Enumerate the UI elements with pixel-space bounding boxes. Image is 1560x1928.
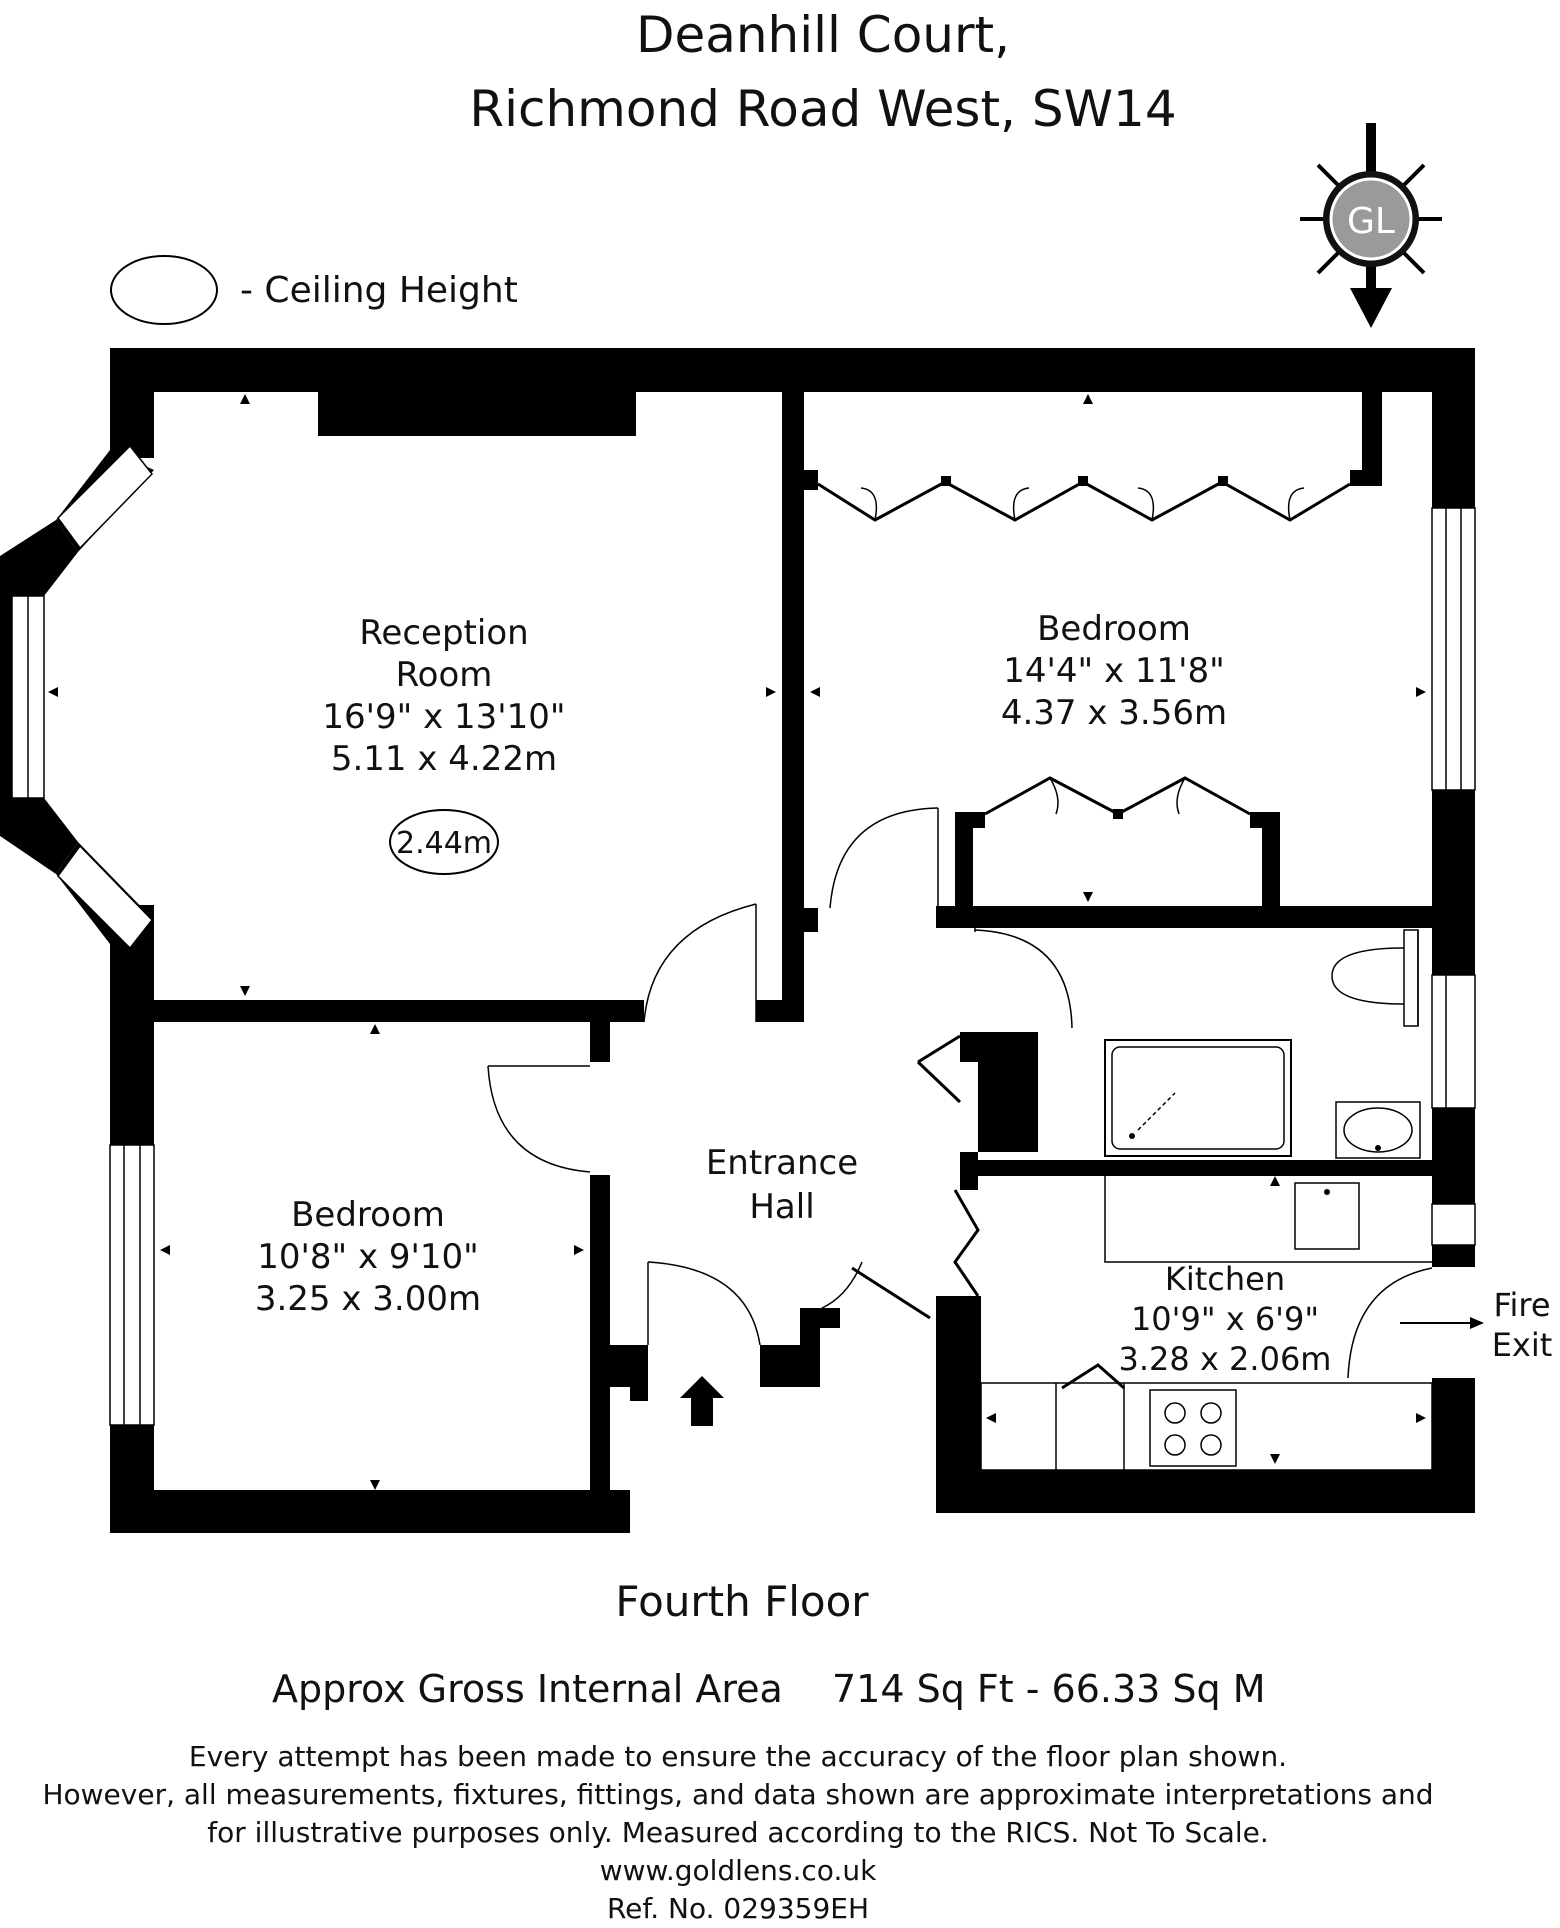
bedroom-2-name: Bedroom [291, 1195, 445, 1235]
title-line-1: Deanhill Court, [636, 6, 1010, 64]
compass-badge-text: GL [1347, 201, 1395, 242]
entrance-arrow-icon [680, 1376, 724, 1426]
disclaimer-line-2: However, all measurements, fixtures, fit… [42, 1778, 1433, 1811]
kitchen-imperial: 10'9" x 6'9" [1131, 1300, 1319, 1338]
kitchen-metric: 3.28 x 2.06m [1119, 1340, 1332, 1378]
floor-label: Fourth Floor [615, 1577, 869, 1626]
doors [487, 807, 1433, 1379]
reception-metric: 5.11 x 4.22m [331, 739, 557, 779]
fire-exit-label: Fire Exit [1492, 1286, 1553, 1364]
bedroom-2-imperial: 10'8" x 9'10" [257, 1237, 479, 1277]
reception-name-2: Room [396, 655, 493, 695]
reception-ceiling-height: 2.44m [396, 826, 492, 861]
bedroom-1-label: Bedroom 14'4" x 11'8" 4.37 x 3.56m [1001, 609, 1227, 733]
website-link[interactable]: www.goldlens.co.uk [600, 1854, 877, 1887]
wardrobe-doors-bottom [984, 776, 1251, 819]
title-line-2: Richmond Road West, SW14 [469, 80, 1176, 138]
disclaimer-line-3: for illustrative purposes only. Measured… [207, 1816, 1268, 1849]
bedroom-1-imperial: 14'4" x 11'8" [1003, 651, 1225, 691]
measurement-arrow-markers [48, 394, 1426, 1490]
bedroom-2-metric: 3.25 x 3.00m [255, 1279, 481, 1319]
area-value: 714 Sq Ft - 66.33 Sq M [832, 1667, 1266, 1711]
bedroom-1-metric: 4.37 x 3.56m [1001, 693, 1227, 733]
entrance-hall-label: Entrance Hall [706, 1143, 858, 1227]
reference-number: Ref. No. 029359EH [607, 1892, 869, 1925]
ceiling-height-legend-ellipse [110, 255, 218, 325]
ceiling-height-legend-label: - Ceiling Height [240, 270, 518, 311]
fire-exit-line-2: Exit [1492, 1326, 1553, 1364]
windows [11, 444, 1476, 1426]
compass-north-arrow-icon [1300, 123, 1442, 328]
kitchen-label: Kitchen 10'9" x 6'9" 3.28 x 2.06m [1119, 1260, 1332, 1378]
reception-imperial: 16'9" x 13'10" [322, 697, 565, 737]
kitchen-name: Kitchen [1165, 1260, 1285, 1298]
bathroom-fixtures [1104, 929, 1421, 1159]
bedroom-1-name: Bedroom [1037, 609, 1191, 649]
hall-name-1: Entrance [706, 1143, 858, 1183]
fire-exit-line-1: Fire [1493, 1286, 1550, 1324]
kitchen-fixtures [980, 1176, 1433, 1471]
area-label: Approx Gross Internal Area [272, 1667, 783, 1711]
disclaimer-line-1: Every attempt has been made to ensure th… [189, 1740, 1287, 1773]
wardrobe-doors-top [817, 476, 1351, 522]
reception-name-1: Reception [359, 613, 528, 653]
bedroom-2-label: Bedroom 10'8" x 9'10" 3.25 x 3.00m [255, 1195, 481, 1319]
fire-exit-arrow-icon [1400, 1317, 1484, 1329]
hall-name-2: Hall [749, 1187, 814, 1227]
reception-room-label: Reception Room 16'9" x 13'10" 5.11 x 4.2… [322, 613, 566, 875]
ceiling-height-ellipse [389, 809, 499, 875]
